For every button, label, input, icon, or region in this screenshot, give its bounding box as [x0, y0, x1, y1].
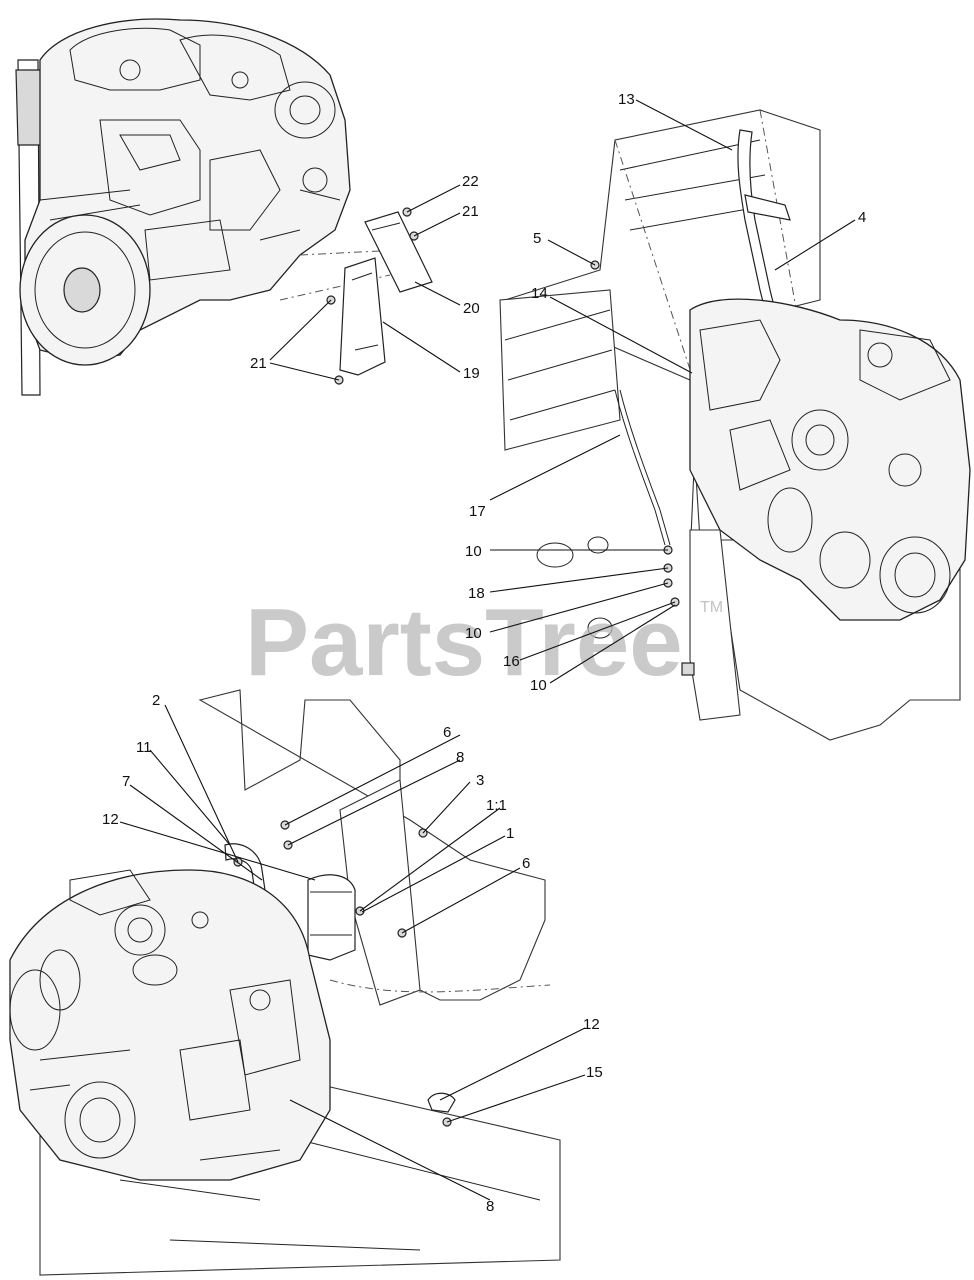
- engine-right-frame: [499, 109, 971, 741]
- callout-8-top: 8: [456, 749, 464, 766]
- callout-20: 20: [463, 300, 480, 317]
- callout-17: 17: [469, 503, 486, 520]
- leader-lines: [119, 99, 856, 1201]
- callout-4: 4: [858, 209, 866, 226]
- callout-18: 18: [468, 585, 485, 602]
- watermark-trademark: TM: [700, 599, 723, 616]
- callout-10-c: 10: [530, 677, 547, 694]
- callout-12-bottom: 12: [583, 1016, 600, 1033]
- callout-8-bottom: 8: [486, 1198, 494, 1215]
- callout-22: 22: [462, 173, 479, 190]
- engine-top-left: [15, 18, 433, 396]
- callout-15: 15: [586, 1064, 603, 1081]
- callout-14: 14: [531, 285, 548, 302]
- callout-labels: 13 22 21 5 4 14 20 21 19 17 10 18 10 16 …: [102, 91, 866, 1215]
- callout-3: 3: [476, 772, 484, 789]
- callout-7: 7: [122, 773, 130, 790]
- callout-11: 11: [136, 739, 152, 756]
- callout-6-top: 6: [443, 724, 451, 741]
- callout-19: 19: [463, 365, 480, 382]
- callout-10-b: 10: [465, 625, 482, 642]
- watermark-text: PartsTree: [245, 589, 683, 696]
- callout-21-top: 21: [462, 203, 479, 220]
- callout-12-top: 12: [102, 811, 119, 828]
- callout-1-1: 1:1: [486, 797, 507, 814]
- callout-10-a: 10: [465, 543, 482, 560]
- callout-1: 1: [506, 825, 514, 842]
- watermark: PartsTree TM: [245, 589, 723, 696]
- callout-5: 5: [533, 230, 541, 247]
- callout-21-bottom: 21: [250, 355, 267, 372]
- callout-2: 2: [152, 692, 160, 709]
- callout-6-bottom: 6: [522, 855, 530, 872]
- callout-16: 16: [503, 653, 520, 670]
- callout-13: 13: [618, 91, 635, 108]
